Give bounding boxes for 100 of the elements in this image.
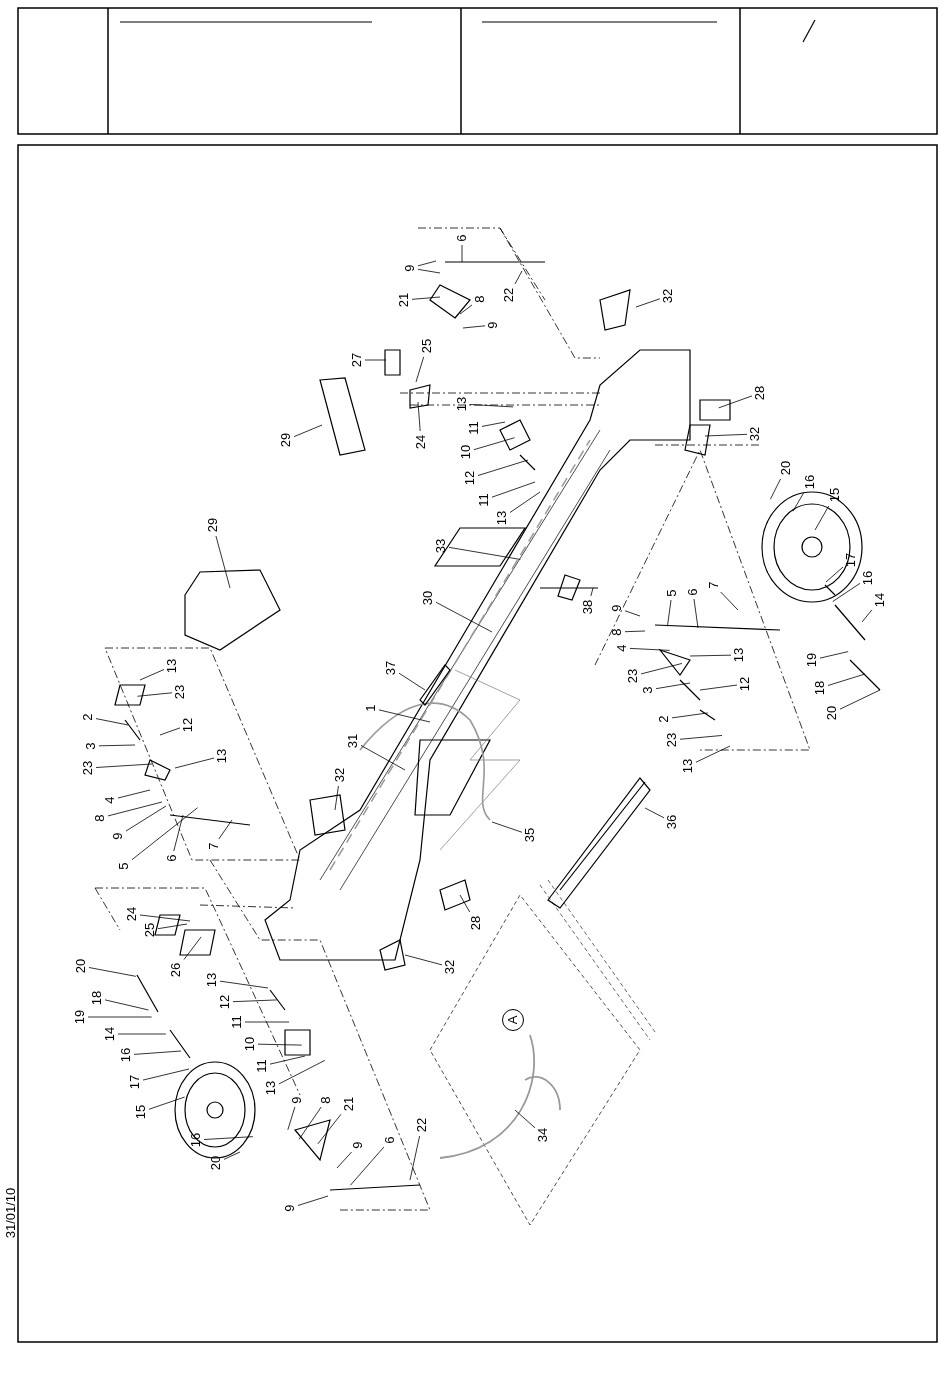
leader-line <box>139 669 165 681</box>
callout-number: 24 <box>414 433 428 451</box>
callout-number: 5 <box>117 861 131 871</box>
callout-number: 14 <box>103 1025 117 1043</box>
leader-line <box>825 566 844 583</box>
leader-line <box>679 735 723 740</box>
leader-line <box>491 821 523 833</box>
leader-line <box>481 421 506 427</box>
callout-number: 4 <box>103 795 117 805</box>
callout-number: 13 <box>264 1079 278 1097</box>
callout-number: 23 <box>626 667 640 685</box>
callout-number: 18 <box>813 679 827 697</box>
leader-line <box>832 582 861 602</box>
leader-line <box>148 1096 186 1110</box>
callout-number: 9 <box>610 603 624 613</box>
leader-line <box>317 1113 342 1145</box>
callout-number: 29 <box>206 516 220 534</box>
leader-line <box>448 546 521 560</box>
callout-number: 7 <box>207 841 221 851</box>
leader-line <box>125 805 167 832</box>
callout-number: 3 <box>641 685 655 695</box>
callout-number: 22 <box>415 1116 429 1134</box>
leader-line <box>131 807 198 861</box>
callout-number: 12 <box>181 716 195 734</box>
callout-number: 31 <box>346 732 360 750</box>
leader-line <box>640 663 683 675</box>
leader-line <box>473 437 515 451</box>
callout-number: 34 <box>536 1126 550 1144</box>
leader-line <box>417 268 441 274</box>
leader-line <box>364 359 387 361</box>
callout-number: 20 <box>209 1154 223 1172</box>
callout-number: 36 <box>665 813 679 831</box>
leader-line <box>435 601 493 633</box>
callout-number: 13 <box>681 757 695 775</box>
leader-line <box>459 304 473 315</box>
leader-line <box>693 598 699 629</box>
callout-number: 17 <box>128 1073 142 1091</box>
leader-line <box>334 785 339 811</box>
callout-number: 28 <box>753 384 767 402</box>
leader-line <box>629 648 671 651</box>
leader-line <box>157 923 188 930</box>
leader-line <box>87 1016 152 1018</box>
leader-line <box>139 914 191 922</box>
callout-number: 7 <box>707 580 721 590</box>
callout-number: 16 <box>803 473 817 491</box>
leader-line <box>336 1151 352 1169</box>
callout-number: 20 <box>825 704 839 722</box>
leader-line <box>378 709 431 723</box>
callout-number: 9 <box>290 1095 304 1105</box>
callout-number: 29 <box>279 431 293 449</box>
leader-line <box>635 298 661 308</box>
callout-number: 9 <box>403 263 417 273</box>
callout-number: 38 <box>581 598 595 616</box>
callout-number: 27 <box>350 351 364 369</box>
leader-line <box>469 404 514 408</box>
leader-line <box>655 682 691 690</box>
leader-line <box>219 980 269 989</box>
callout-number: 6 <box>165 853 179 863</box>
callout-number: 28 <box>469 914 483 932</box>
leader-line <box>624 610 641 617</box>
callout-number: 13 <box>495 509 509 527</box>
leader-line <box>297 1195 329 1206</box>
leader-line <box>415 356 425 383</box>
leader-line <box>404 954 443 966</box>
callout-number: 8 <box>93 813 107 823</box>
leader-line <box>232 999 278 1003</box>
leader-line <box>278 1059 326 1085</box>
callout-number: 12 <box>218 993 232 1011</box>
callout-number: 23 <box>81 759 95 777</box>
leader-line <box>398 672 426 691</box>
callout-number: 10 <box>459 443 473 461</box>
callout-number: 35 <box>523 826 537 844</box>
leader-line <box>477 459 529 476</box>
leader-line <box>142 1068 190 1081</box>
callout-number: 21 <box>342 1095 356 1113</box>
leader-line <box>104 999 149 1011</box>
callout-number: 19 <box>805 651 819 669</box>
callout-number: 8 <box>319 1095 333 1105</box>
callout-number: 25 <box>420 337 434 355</box>
date-text: 31/01/10 <box>4 1186 18 1241</box>
callout-number: 20 <box>779 459 793 477</box>
leader-line <box>107 801 163 817</box>
callout-number: 2 <box>81 712 95 722</box>
callout-number: 4 <box>615 643 629 653</box>
leader-line <box>183 936 202 960</box>
callout-number: 16 <box>189 1131 203 1149</box>
callout-number: 11 <box>255 1057 269 1075</box>
callout-number: 32 <box>661 287 675 305</box>
callout-number: 6 <box>455 233 469 243</box>
leader-line <box>689 654 732 657</box>
callout-number: 13 <box>732 646 746 664</box>
leader-line <box>624 630 646 633</box>
leader-line <box>827 673 866 686</box>
leader-line <box>360 745 406 771</box>
callout-number: 3 <box>84 741 98 751</box>
leader-line <box>350 1146 385 1186</box>
leader-line <box>417 260 437 267</box>
leader-line <box>770 478 781 500</box>
callout-number: 9 <box>351 1140 365 1150</box>
leader-line <box>461 244 463 263</box>
